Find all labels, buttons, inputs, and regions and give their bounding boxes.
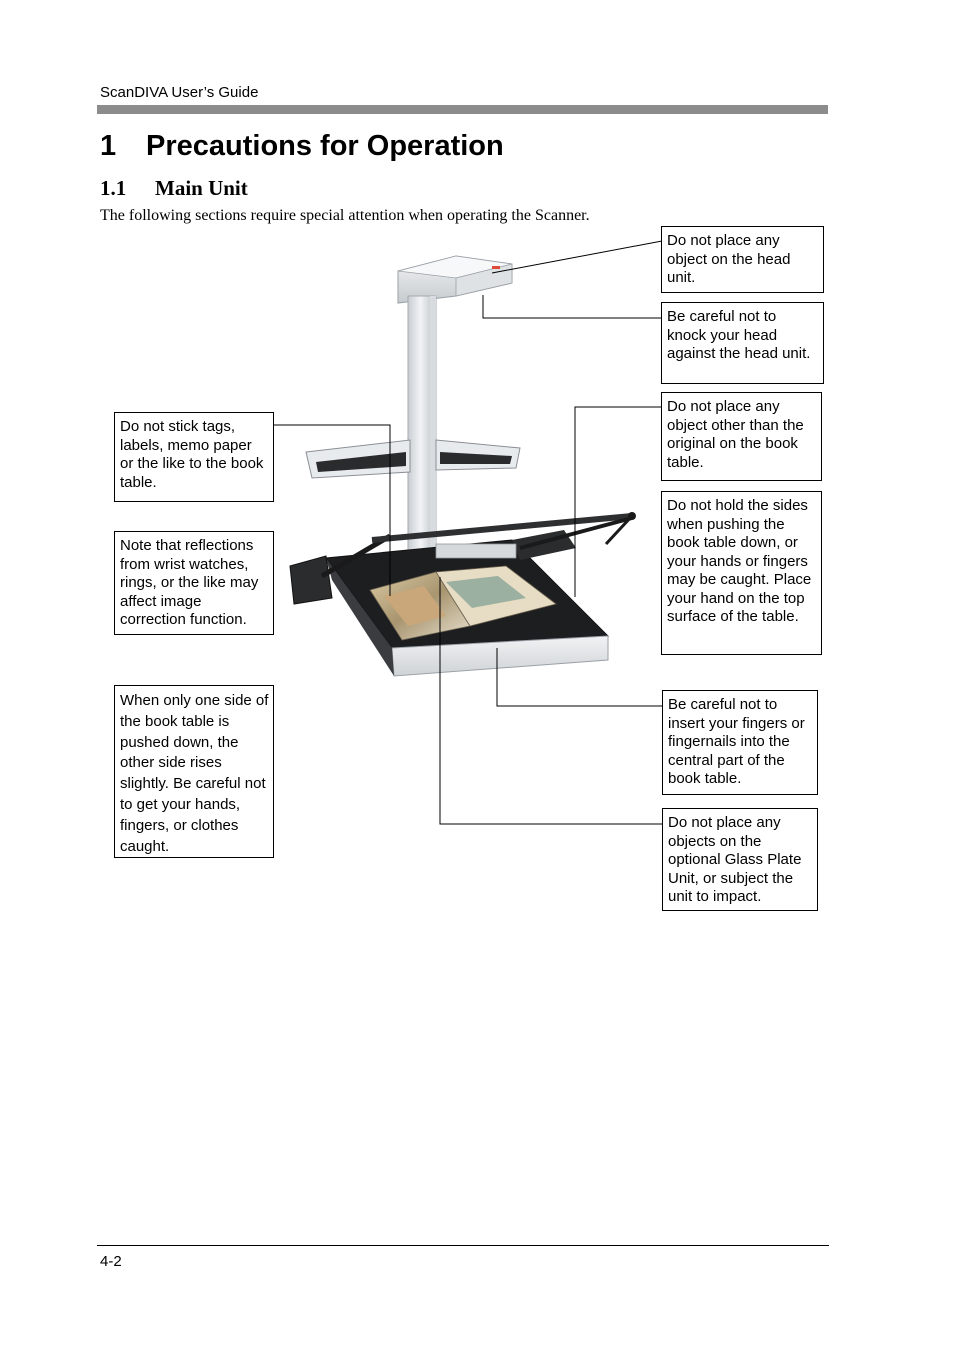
callout-hold-sides: Do not hold the sides when pushing the b… bbox=[661, 491, 822, 655]
callout-insert-fingers: Be careful not to insert your fingers or… bbox=[662, 690, 818, 795]
page-number: 4-2 bbox=[100, 1253, 122, 1270]
callout-reflections: Note that reflections from wrist watches… bbox=[114, 531, 274, 635]
callout-glass-plate: Do not place any objects on the optional… bbox=[662, 808, 818, 911]
callout-stick-tags: Do not stick tags, labels, memo paper or… bbox=[114, 412, 274, 502]
callout-head-unit-object: Do not place any object on the head unit… bbox=[661, 226, 824, 293]
footer-rule bbox=[97, 1245, 829, 1246]
callout-one-side: When only one side of the book table is … bbox=[114, 685, 274, 858]
callout-knock-head: Be careful not to knock your head agains… bbox=[661, 302, 824, 384]
column bbox=[408, 296, 436, 561]
callout-table-object: Do not place any object other than the o… bbox=[661, 392, 822, 481]
